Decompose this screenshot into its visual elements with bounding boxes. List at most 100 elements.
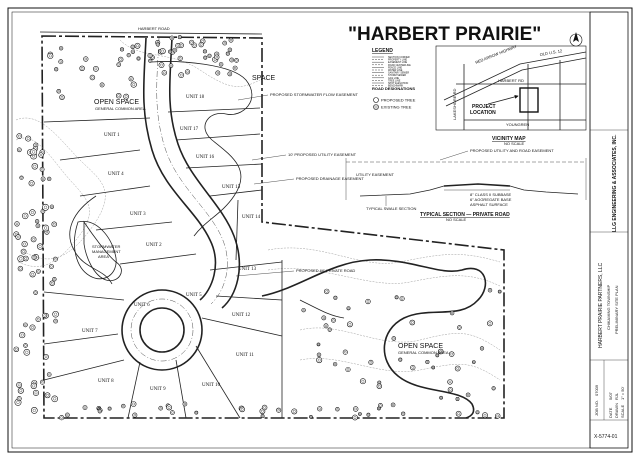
tree-icon: [449, 310, 455, 316]
svg-text:HARBERT RD: HARBERT RD: [498, 78, 524, 83]
tree-icon: [220, 63, 223, 66]
tree-icon: [333, 295, 338, 300]
tree-icon: [301, 307, 306, 313]
tree-icon: [121, 48, 123, 51]
tree-icon: [33, 290, 38, 295]
tree-icon: [36, 220, 39, 223]
tree-icon: [55, 68, 58, 71]
tree-icon: [24, 257, 28, 260]
tree-icon: [16, 381, 23, 388]
contours: [15, 39, 501, 381]
tree-icon: [457, 325, 462, 330]
tree-icon: [411, 366, 415, 369]
tree-icon: [215, 70, 221, 76]
tree-icon: [199, 43, 203, 46]
tree-icon: [16, 396, 22, 402]
tree-icon: [16, 147, 22, 153]
tree-icon: [83, 406, 87, 409]
tree-icon: [392, 337, 395, 340]
tree-icon: [178, 57, 182, 60]
tree-icon: [215, 55, 219, 59]
lot-label: UNIT 8: [98, 379, 114, 384]
tree-icon: [225, 51, 230, 56]
tree-icon: [316, 342, 321, 347]
tree-icon: [235, 59, 238, 62]
tree-icon: [133, 413, 136, 417]
tree-icon: [30, 236, 37, 243]
typical-section: TYPICAL SWALE SECTION PROPOSED UTILITY A…: [345, 148, 587, 222]
tree-icon: [439, 395, 443, 400]
legend-item: TREE LINE: [388, 79, 401, 82]
tree-icon: [34, 219, 40, 224]
tree-icon: [51, 221, 57, 227]
tree-icon: [234, 58, 239, 63]
tree-icon: [129, 77, 133, 80]
tree-icon: [207, 53, 212, 58]
tree-icon: [21, 241, 28, 248]
tree-icon: [48, 264, 54, 269]
tree-icon: [49, 280, 55, 286]
svg-text:JOB NO.: JOB NO.: [594, 400, 599, 416]
tree-icon: [17, 134, 21, 138]
tree-icon: [117, 63, 120, 66]
tree-icon: [42, 312, 48, 318]
tree-icon: [19, 267, 22, 270]
tree-icon: [121, 403, 126, 409]
tree-icon: [448, 380, 452, 384]
tree-icon: [353, 406, 359, 412]
tree-icon: [128, 76, 134, 82]
tree-icon: [132, 83, 136, 87]
tree-icon: [218, 62, 224, 67]
tree-icon: [170, 36, 173, 40]
tree-icon: [30, 382, 37, 390]
tree-icon: [44, 355, 48, 359]
legend-item: GAS LINE: [388, 77, 399, 80]
tree-icon: [36, 243, 44, 250]
tree-icon: [223, 42, 226, 45]
tree-icon: [41, 381, 44, 384]
tree-icon: [322, 316, 325, 320]
tree-icon: [30, 181, 33, 185]
tree-icon: [99, 82, 105, 88]
tree-icon: [475, 410, 480, 415]
tree-icon: [37, 270, 40, 273]
tree-icon: [378, 381, 381, 384]
tree-icon: [317, 343, 320, 346]
tree-icon: [451, 311, 454, 315]
tree-icon: [159, 407, 162, 410]
tree-icon: [317, 406, 323, 412]
tree-icon: [316, 352, 322, 357]
tree-icon: [54, 258, 57, 261]
tree-icon: [482, 412, 488, 419]
tree-icon: [79, 65, 85, 71]
tree-icon: [347, 307, 350, 310]
tree-icon: [436, 354, 439, 357]
tree-icon: [48, 54, 52, 58]
tree-icon: [367, 413, 370, 416]
tree-icon: [354, 407, 357, 411]
tree-icon: [450, 352, 453, 356]
tree-icon: [177, 55, 183, 61]
tree-icon: [52, 256, 58, 262]
tree-icon: [80, 67, 84, 70]
tree-icon: [25, 350, 29, 354]
open-space-label: OPEN SPACE: [94, 99, 139, 106]
tree-icon: [39, 166, 45, 172]
tree-icon: [291, 408, 298, 415]
tree-icon: [167, 406, 171, 409]
callout-notes: PROPOSED STORMWATER FLOW EASEMENT 10' PR…: [235, 92, 364, 277]
open-space-label: SPACE: [252, 75, 276, 82]
tree-icon: [435, 353, 440, 358]
tree-icon: [56, 88, 62, 94]
tree-icon: [53, 278, 56, 281]
svg-text:YOUNGREN: YOUNGREN: [506, 122, 529, 127]
tree-icon: [176, 44, 179, 47]
lot-label: UNIT 11: [236, 353, 254, 358]
tree-icon: [239, 406, 245, 413]
project-site-box: [519, 87, 539, 113]
tree-icon: [488, 322, 492, 325]
tree-icon: [342, 349, 348, 355]
svg-text:LOCATION: LOCATION: [470, 110, 496, 116]
lot-label: UNIT 6: [134, 303, 150, 308]
tree-icon: [316, 357, 323, 364]
